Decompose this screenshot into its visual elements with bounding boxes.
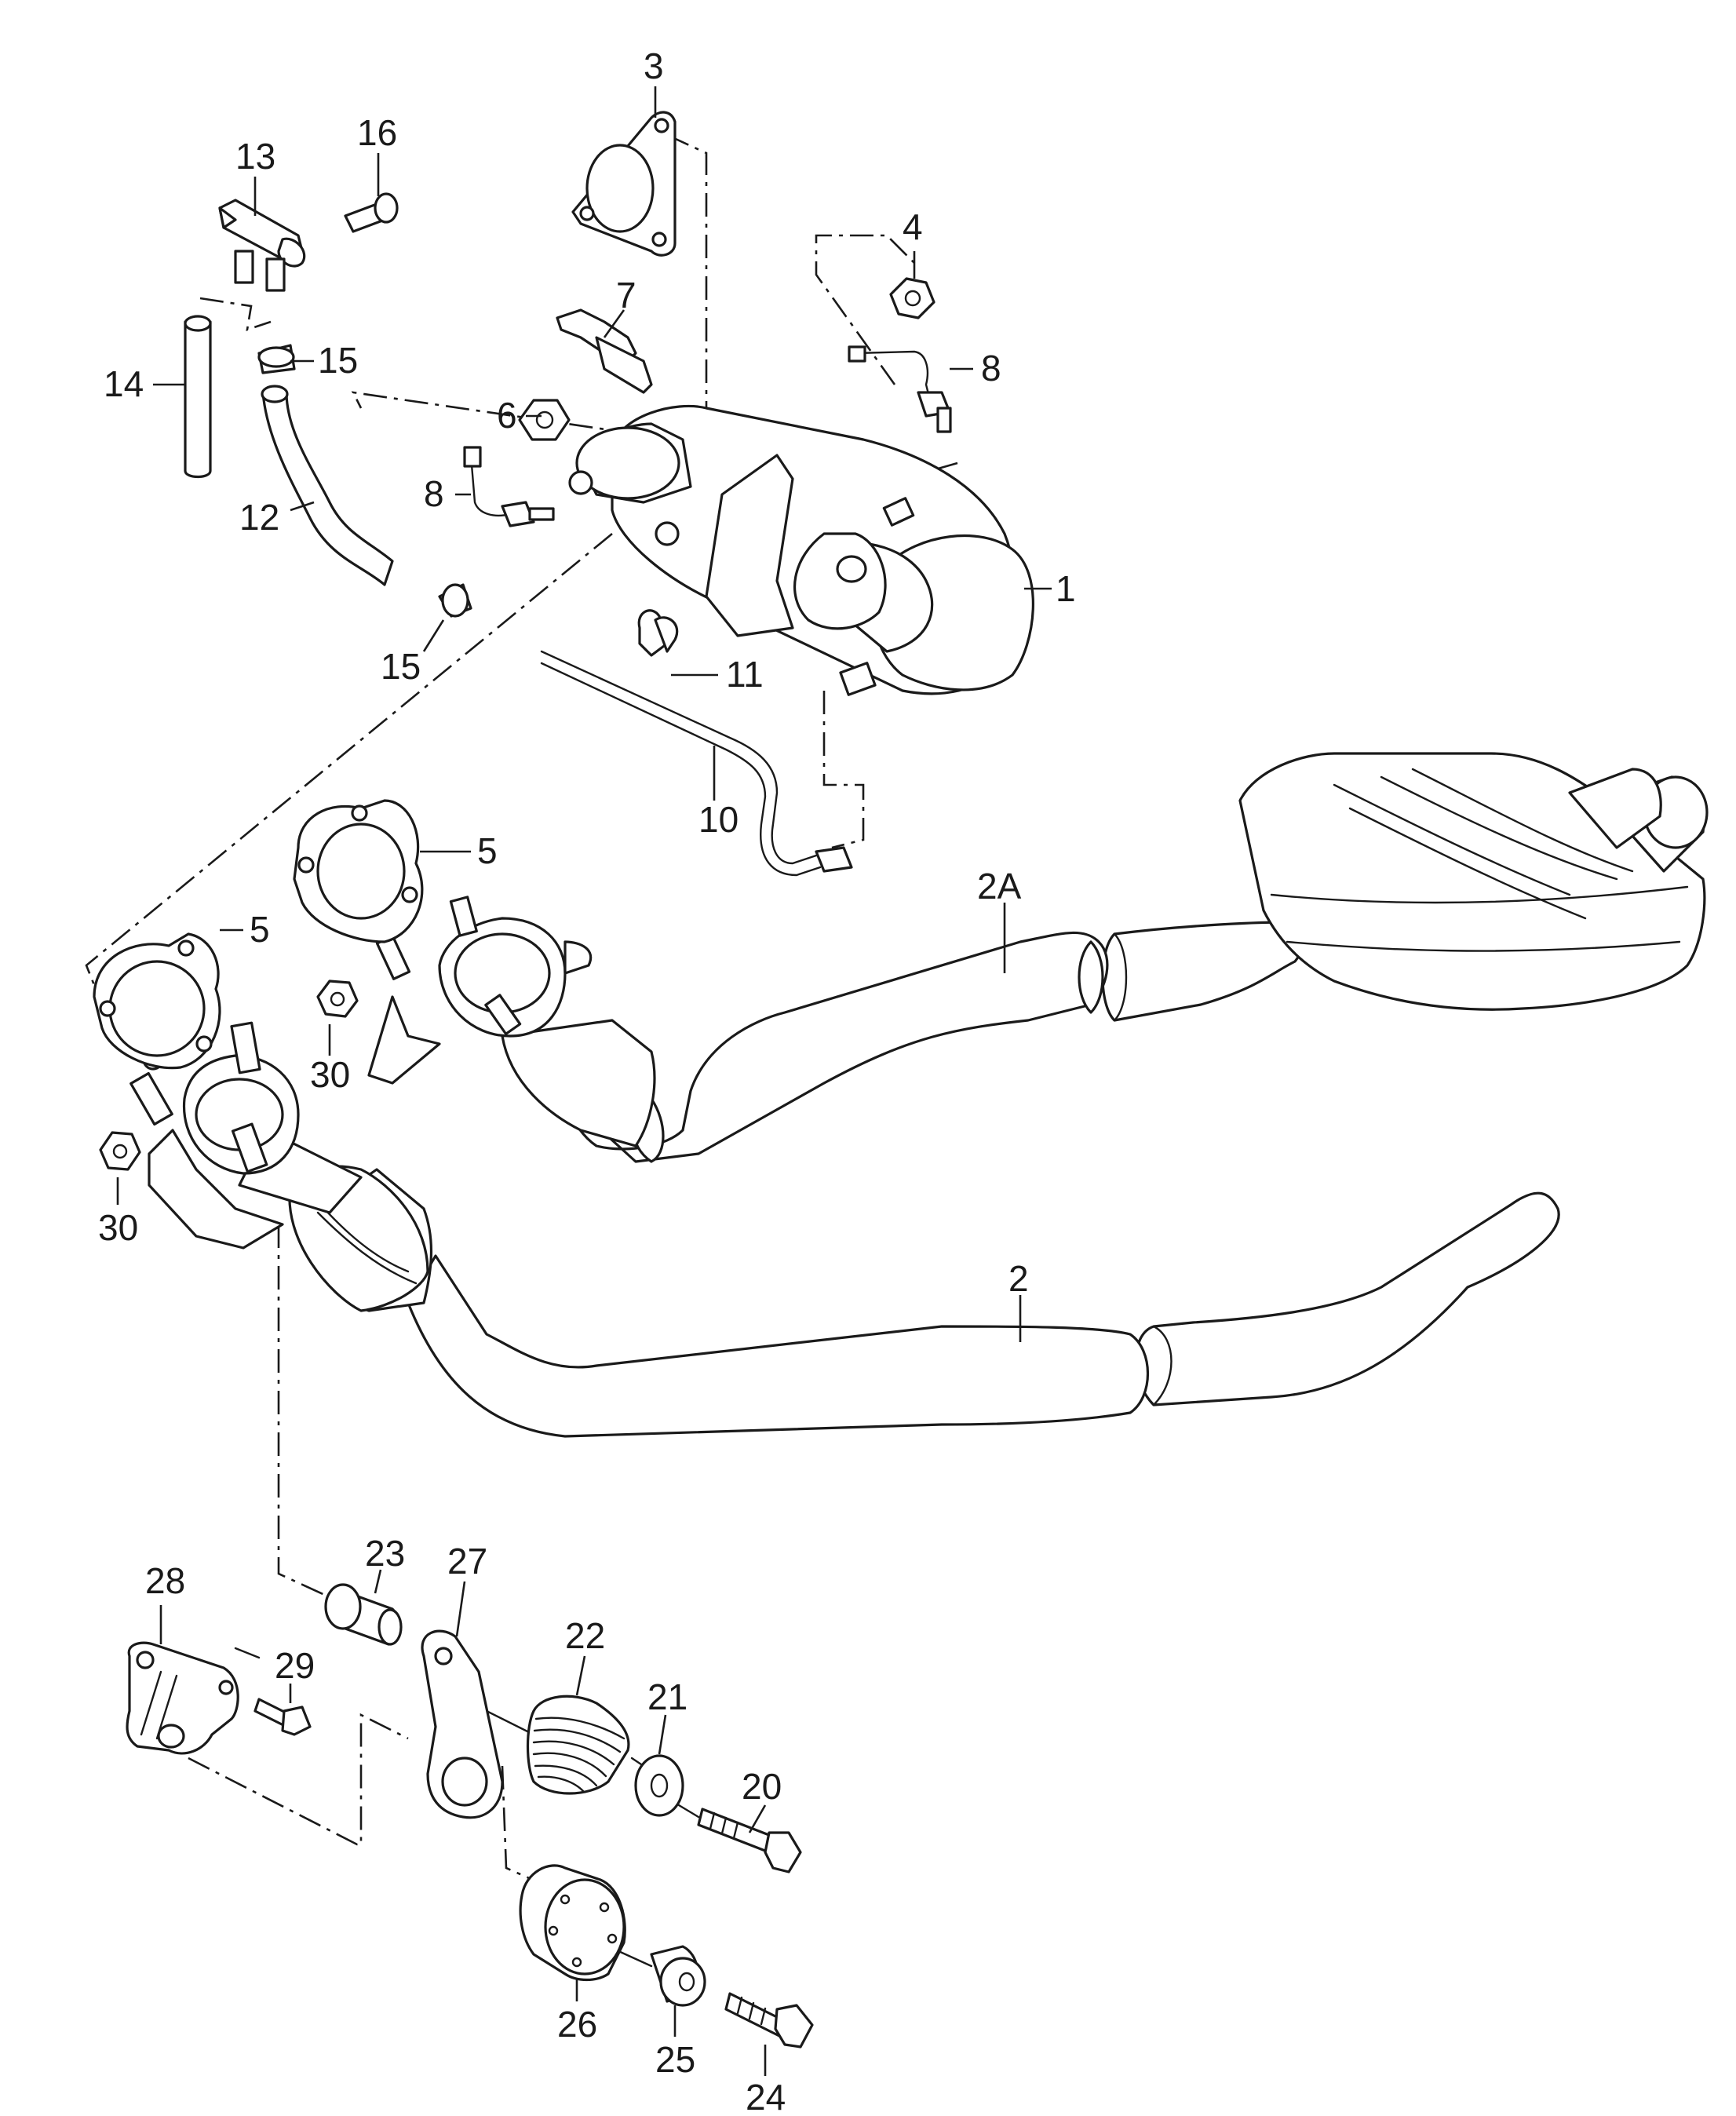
bracket-28: [126, 1641, 239, 1755]
sensor-7: [556, 308, 653, 394]
label-28: 28: [145, 1560, 185, 1601]
label-5-upper: 5: [477, 830, 498, 871]
label-27: 27: [447, 1541, 487, 1582]
clamp-15-bottom: [438, 583, 472, 618]
clamp-15-top: [257, 344, 296, 374]
washer-21: [634, 1754, 684, 1817]
nut-30-upper: [316, 980, 359, 1018]
label-21: 21: [647, 1676, 687, 1717]
label-6: 6: [497, 395, 517, 436]
gasket-5-upper: [293, 799, 424, 943]
label-3: 3: [644, 46, 664, 86]
label-16: 16: [357, 112, 397, 153]
exhaust-pipe-2a-with-muffler: [367, 752, 1709, 1163]
hanger-27: [421, 1629, 504, 1819]
callout-labels: 1 2 2A 3 4 5 5 6 7 8 8 10 11 12 13 14 15…: [98, 46, 1076, 2116]
temp-sensor-8-left: [463, 446, 555, 527]
bushing-25: [650, 1945, 706, 2007]
spring-22: [526, 1695, 630, 1795]
label-8-left: 8: [424, 473, 444, 514]
label-22: 22: [565, 1615, 605, 1656]
label-15-bottom: 15: [381, 646, 421, 687]
label-8-right: 8: [981, 348, 1001, 389]
temp-sensor-8-right: [848, 345, 952, 433]
label-29: 29: [275, 1645, 315, 1686]
bolt-29: [253, 1698, 312, 1736]
label-20: 20: [742, 1766, 782, 1807]
gasket-3: [571, 111, 677, 257]
pipe-10: [540, 650, 853, 877]
label-5-lower: 5: [250, 909, 270, 950]
label-13: 13: [235, 136, 275, 177]
catalytic-converter-1: [568, 404, 1034, 696]
label-15-top: 15: [318, 340, 358, 381]
nut-30-lower: [99, 1131, 141, 1171]
bolt-16: [344, 192, 399, 233]
label-12: 12: [239, 497, 279, 538]
bolt-24: [724, 1992, 814, 2049]
label-30-lower: 30: [98, 1207, 138, 1248]
label-1: 1: [1056, 568, 1076, 609]
nut-4: [889, 277, 935, 319]
label-24: 24: [746, 2077, 786, 2116]
label-30-upper: 30: [310, 1054, 350, 1095]
pressure-sensor-13: [218, 199, 306, 292]
leader-lines: [116, 86, 1052, 2076]
hose-12: [261, 385, 394, 586]
gasket-5-lower: [93, 932, 221, 1070]
label-2: 2: [1008, 1258, 1029, 1299]
label-14: 14: [104, 363, 144, 404]
label-10: 10: [698, 799, 739, 840]
front-exhaust-pipe-2: [129, 1021, 1560, 1438]
clip-11: [637, 609, 679, 657]
label-11: 11: [726, 654, 764, 695]
label-25: 25: [655, 2039, 695, 2080]
label-7: 7: [616, 275, 636, 316]
label-2a: 2A: [977, 866, 1022, 907]
label-23: 23: [365, 1533, 405, 1574]
label-4: 4: [903, 206, 923, 247]
mount-26: [519, 1864, 626, 1982]
bushing-23: [324, 1583, 403, 1646]
label-26: 26: [557, 2004, 597, 2045]
nut-6: [518, 399, 571, 441]
hose-14: [184, 315, 212, 479]
bolt-20: [697, 1808, 802, 1873]
